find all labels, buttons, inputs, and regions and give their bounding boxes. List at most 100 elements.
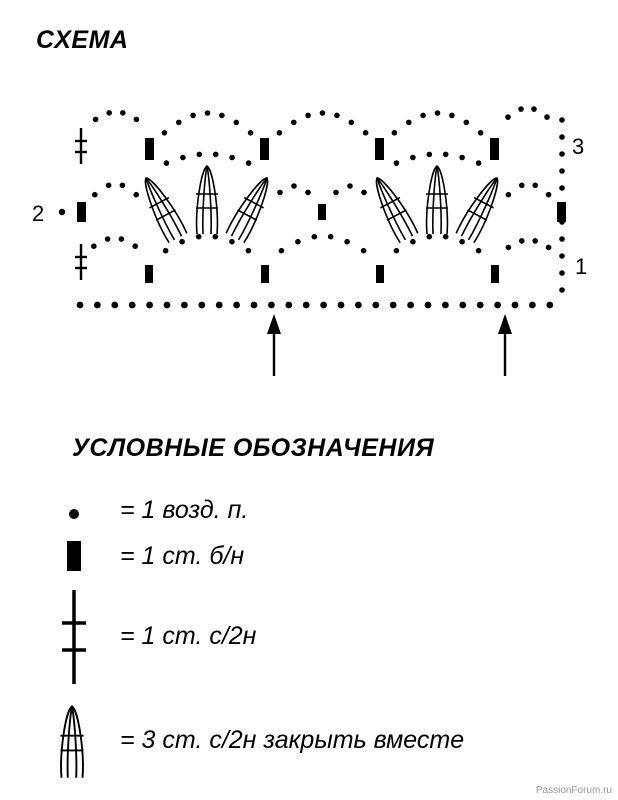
chain-dot bbox=[372, 301, 380, 309]
chain-dot bbox=[295, 238, 301, 245]
cluster-group-1 bbox=[135, 165, 278, 244]
chain-dot bbox=[529, 301, 536, 309]
chain-dot bbox=[179, 238, 185, 245]
chain-dot bbox=[212, 151, 219, 158]
chain-dot bbox=[518, 106, 524, 112]
chain-dot bbox=[268, 301, 275, 309]
chain-dot bbox=[519, 182, 525, 189]
chain-dot bbox=[133, 116, 140, 123]
chain-dot bbox=[311, 233, 318, 240]
chain-dot bbox=[229, 154, 235, 161]
cluster-3-together-icon bbox=[60, 705, 84, 778]
chain-dot bbox=[163, 301, 171, 309]
row-label-2: 2 bbox=[32, 201, 45, 226]
legend-text: = 1 ст. с/2н bbox=[120, 622, 257, 650]
chain-dot bbox=[559, 270, 565, 276]
chain-dot bbox=[511, 301, 519, 309]
chain-dot bbox=[91, 243, 97, 249]
chain-dot bbox=[463, 119, 470, 126]
chain-dot bbox=[449, 112, 455, 119]
chain-dot bbox=[505, 191, 512, 198]
chain-dot bbox=[545, 244, 552, 251]
chain-dot bbox=[389, 301, 397, 309]
chain-dot bbox=[442, 301, 449, 309]
chain-dot bbox=[212, 233, 219, 240]
chain-dot bbox=[161, 130, 168, 136]
chain-dot bbox=[406, 119, 412, 126]
chain-dot bbox=[559, 287, 565, 293]
chain-dot bbox=[277, 189, 283, 196]
legend-item-chain: = 1 возд. п. bbox=[50, 490, 570, 550]
watermark: PassionForum.ru bbox=[535, 785, 612, 796]
chain-dot bbox=[544, 114, 550, 120]
row-label-3: 3 bbox=[572, 134, 585, 159]
legend-text: = 1 ст. б/н bbox=[120, 542, 245, 570]
chain-dot bbox=[105, 182, 112, 189]
row3-single-crochets bbox=[145, 138, 499, 160]
chain-dot bbox=[104, 236, 111, 242]
chain-dot bbox=[407, 301, 414, 309]
chain-dot bbox=[92, 116, 99, 123]
chain-dot bbox=[111, 301, 119, 309]
chain-dot bbox=[291, 183, 297, 189]
chain-dot bbox=[559, 168, 565, 174]
row-label-1: 1 bbox=[575, 254, 588, 279]
chain-dot bbox=[76, 301, 84, 309]
chain-dot bbox=[245, 247, 252, 254]
legend-title: УСЛОВНЫЕ ОБОЗНАЧЕНИЯ bbox=[72, 434, 435, 462]
chain-dot bbox=[348, 119, 355, 126]
row2-single-crochets bbox=[77, 202, 566, 222]
chain-dot bbox=[128, 301, 136, 309]
chain-dot bbox=[319, 110, 326, 116]
cluster-group-2 bbox=[366, 165, 508, 244]
chain-dot bbox=[119, 182, 126, 189]
chain-dot bbox=[559, 185, 565, 191]
legend-item-double-treble: = 1 ст. с/2н bbox=[50, 588, 570, 688]
double-treble-icon bbox=[62, 590, 86, 684]
single-crochet-icon bbox=[67, 541, 81, 571]
legend-item-cluster: = 3 ст. с/2н закрыть вместе bbox=[50, 702, 570, 782]
chain-dot bbox=[196, 151, 203, 158]
chain-dot bbox=[476, 301, 484, 309]
row1-single-crochets bbox=[145, 265, 499, 283]
chain-dot bbox=[181, 301, 188, 309]
chain-dot bbox=[360, 247, 367, 254]
chain-dot bbox=[559, 236, 565, 242]
chain-dot bbox=[118, 236, 125, 242]
row3-edge-double-treble bbox=[73, 126, 89, 166]
chain-dot bbox=[146, 301, 154, 309]
chain-dot bbox=[391, 130, 398, 136]
chain-dot bbox=[475, 247, 482, 254]
chain-dot bbox=[545, 191, 552, 198]
chain-dot bbox=[420, 112, 426, 119]
chain-dot bbox=[305, 112, 311, 119]
chain-dot bbox=[233, 301, 241, 309]
chain-dot bbox=[327, 233, 334, 240]
chain-dot bbox=[347, 183, 353, 189]
chain-dot bbox=[334, 112, 340, 119]
chain-dot bbox=[426, 151, 433, 158]
chain-dot bbox=[247, 130, 254, 136]
chain-dot bbox=[505, 114, 511, 120]
chain-dot bbox=[245, 160, 252, 166]
chain-dot bbox=[106, 110, 112, 116]
chain-dot bbox=[559, 151, 565, 157]
chain-dot bbox=[278, 247, 285, 254]
chain-dot bbox=[204, 110, 211, 116]
row2-start-dot bbox=[58, 208, 66, 216]
chain-dot bbox=[531, 106, 537, 112]
chain-dot bbox=[250, 301, 258, 309]
chain-dot bbox=[459, 238, 465, 245]
chain-dot bbox=[305, 189, 311, 196]
chain-dot bbox=[132, 243, 138, 249]
chain-dot bbox=[133, 191, 139, 198]
chain-dot bbox=[195, 233, 202, 240]
chain-dot bbox=[494, 301, 501, 309]
row1-edge-double-treble bbox=[73, 242, 89, 282]
chain-dot bbox=[559, 117, 565, 123]
chain-dot bbox=[333, 189, 339, 196]
chain-dot bbox=[229, 238, 235, 245]
chain-dot bbox=[442, 233, 449, 240]
chain-dot bbox=[505, 244, 512, 251]
chain-dot bbox=[475, 160, 482, 166]
